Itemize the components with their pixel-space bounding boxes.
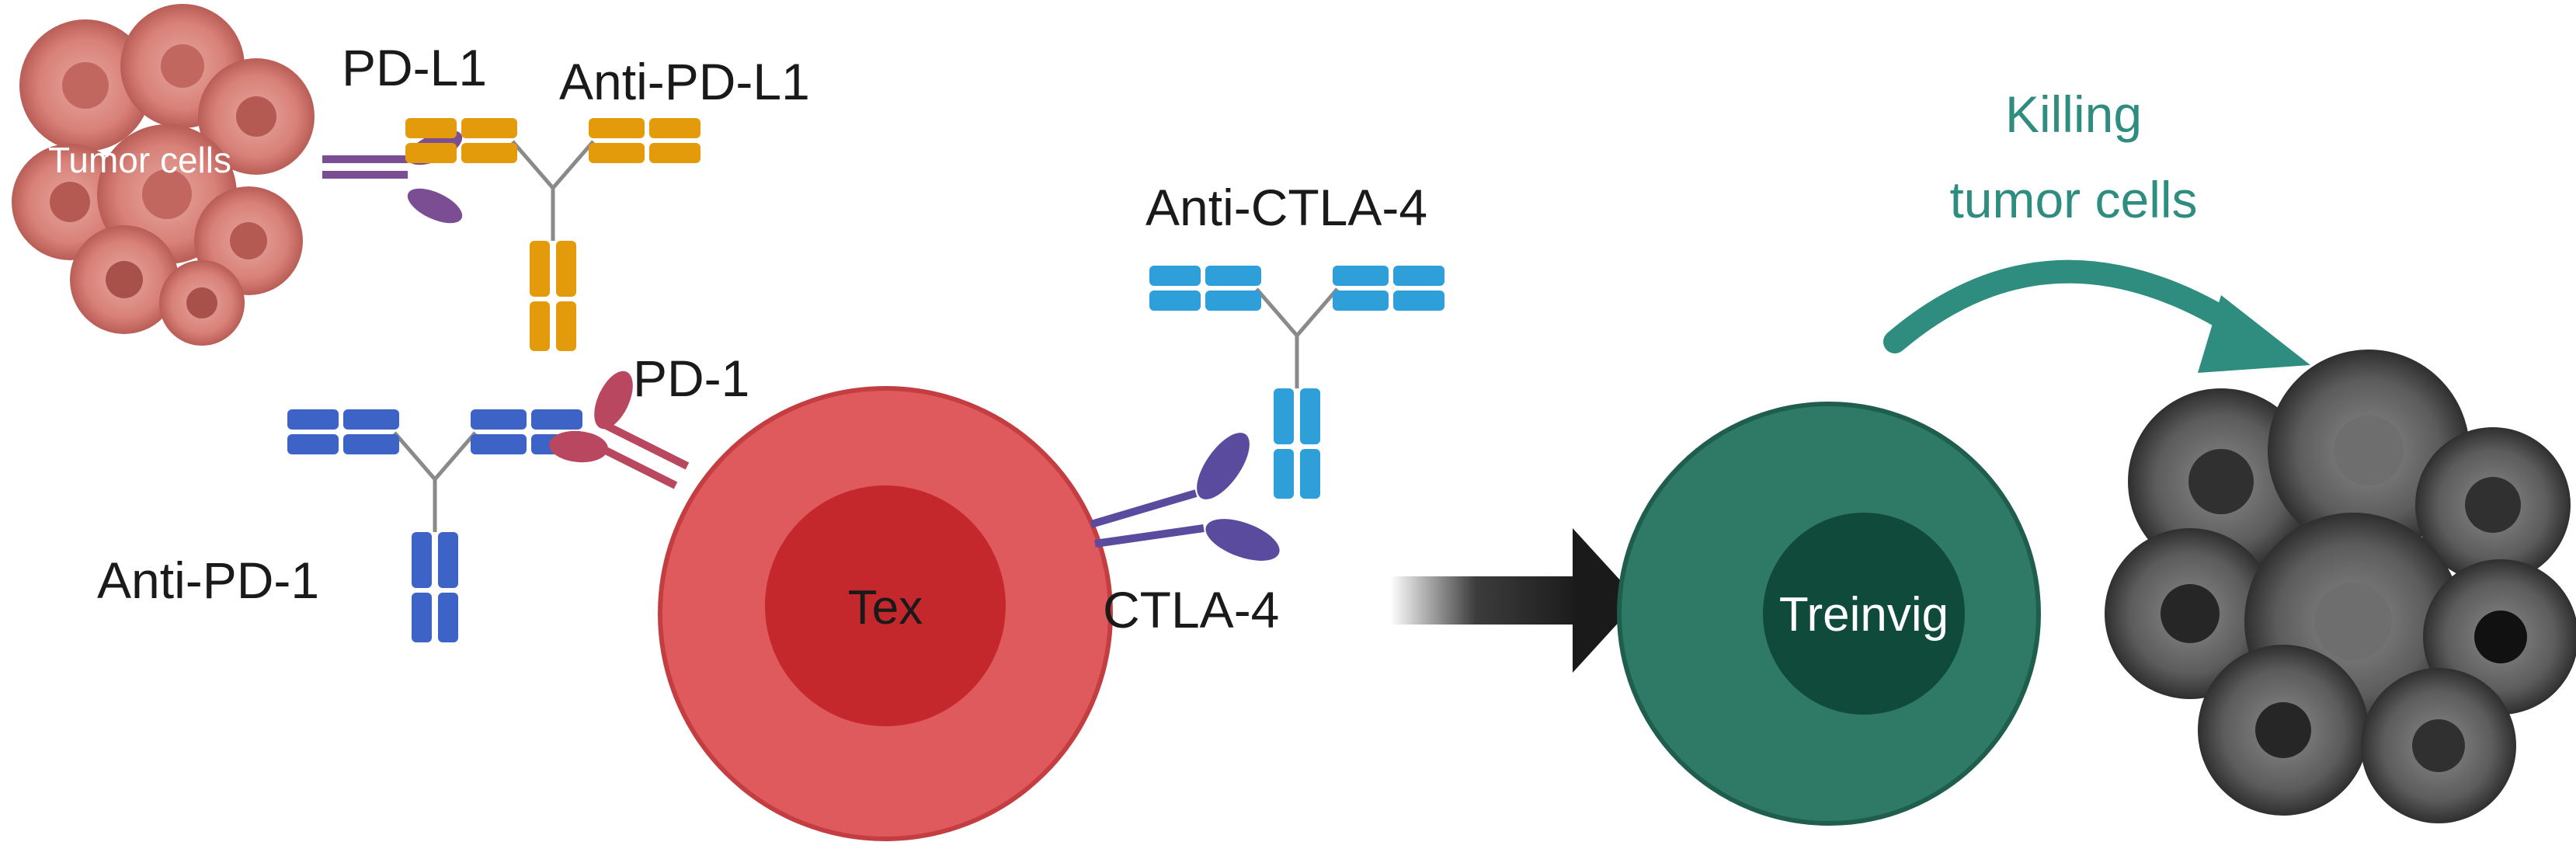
treinvig-label: Treinvig — [1779, 588, 1949, 642]
tumor-cells-label: Tumor cells — [48, 140, 231, 180]
anti-pd-1-antibody-icon — [287, 409, 582, 642]
pd-1-receptor-icon — [549, 371, 690, 489]
anti-pd-1-label: Anti-PD-1 — [97, 551, 319, 609]
pd-l1-receptor-icon — [322, 130, 463, 224]
tex-label: Tex — [848, 581, 923, 635]
tumor-cell-cluster-icon — [12, 4, 315, 346]
process-arrow-icon — [1390, 528, 1639, 673]
killing-label-line2: tumor cells — [1949, 171, 2197, 228]
killing-curved-arrow-icon — [1883, 259, 2310, 373]
anti-pd-l1-label: Anti-PD-L1 — [559, 53, 810, 110]
anti-pd-l1-antibody-icon — [405, 118, 700, 351]
ctla-4-receptor-icon — [1090, 433, 1280, 561]
anti-ctla-4-antibody-icon — [1149, 266, 1444, 499]
pd-1-label: PD-1 — [633, 350, 749, 407]
killing-label-line1: Killing — [2005, 85, 2142, 143]
treinvig-t-cell-icon — [1617, 402, 2041, 826]
ctla-4-label: CTLA-4 — [1103, 581, 1279, 638]
pd-l1-label: PD-L1 — [342, 39, 487, 96]
tex-t-cell-icon — [658, 386, 1113, 841]
anti-ctla-4-label: Anti-CTLA-4 — [1145, 179, 1427, 236]
dead-tumor-cell-cluster-icon — [2105, 350, 2576, 823]
